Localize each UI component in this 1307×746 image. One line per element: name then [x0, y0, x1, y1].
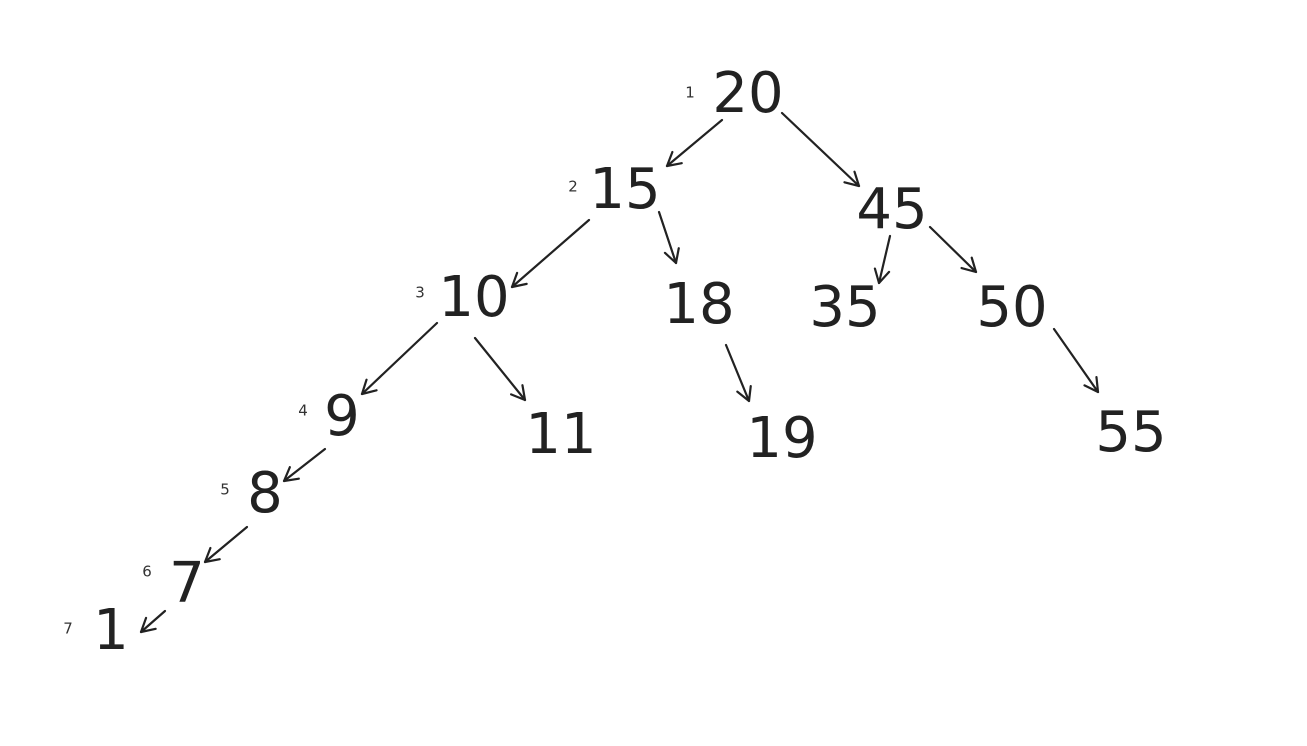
node-15: 15 — [589, 157, 661, 222]
edge-20-to-15 — [665, 118, 724, 168]
arrowhead-icon — [663, 247, 680, 265]
edge-45-to-50 — [928, 225, 978, 274]
arrowhead-icon — [510, 384, 527, 402]
edge-8-to-7 — [203, 525, 249, 564]
arrowhead-icon — [736, 385, 752, 403]
order-number-4: 4 — [298, 401, 308, 420]
node-11: 11 — [525, 402, 597, 467]
node-35: 35 — [809, 275, 881, 340]
node-9: 9 — [324, 384, 360, 449]
edge-15-to-10 — [510, 218, 591, 289]
edge-15-to-18 — [657, 210, 680, 265]
edge-line — [203, 525, 249, 564]
arrowhead-icon — [282, 466, 300, 483]
arrowhead-icon — [1083, 375, 1100, 394]
order-number-6: 6 — [142, 562, 152, 581]
node-1: 1 — [93, 598, 129, 663]
order-number-3: 3 — [415, 283, 425, 302]
node-50: 50 — [976, 275, 1048, 340]
edge-line — [360, 321, 439, 396]
order-number-7: 7 — [63, 619, 73, 638]
edge-9-to-8 — [282, 447, 327, 483]
node-20: 20 — [712, 61, 784, 126]
edge-45-to-35 — [873, 234, 892, 285]
edge-line — [877, 234, 892, 285]
order-number-2: 2 — [568, 177, 578, 196]
edge-line — [139, 609, 167, 634]
order-number-1: 1 — [685, 83, 695, 102]
edge-line — [665, 118, 724, 168]
edge-line — [1052, 327, 1100, 394]
arrowhead-icon — [360, 378, 378, 396]
edge-line — [724, 343, 751, 403]
node-45: 45 — [856, 177, 928, 242]
arrowhead-icon — [873, 267, 891, 285]
arrowhead-icon — [139, 616, 157, 634]
arrowhead-icon — [843, 170, 861, 188]
arrowhead-icon — [665, 150, 683, 168]
edge-10-to-9 — [360, 321, 439, 396]
edge-50-to-55 — [1052, 327, 1100, 394]
arrowhead-icon — [510, 271, 528, 289]
node-19: 19 — [746, 406, 818, 471]
edge-line — [473, 336, 527, 402]
edge-line — [282, 447, 327, 483]
edge-line — [657, 210, 678, 265]
edge-18-to-19 — [724, 343, 752, 403]
order-number-5: 5 — [220, 480, 230, 499]
node-18: 18 — [663, 272, 735, 337]
edge-line — [780, 111, 861, 188]
edge-line — [510, 218, 591, 289]
node-7: 7 — [169, 551, 205, 616]
arrowhead-icon — [203, 546, 221, 564]
node-8: 8 — [247, 461, 283, 526]
arrowhead-icon — [960, 256, 978, 274]
edge-20-to-45 — [780, 111, 861, 188]
edge-7-to-1 — [139, 609, 167, 634]
node-55: 55 — [1095, 400, 1167, 465]
edge-10-to-11 — [473, 336, 527, 402]
edge-line — [928, 225, 978, 274]
node-10: 10 — [438, 265, 510, 330]
